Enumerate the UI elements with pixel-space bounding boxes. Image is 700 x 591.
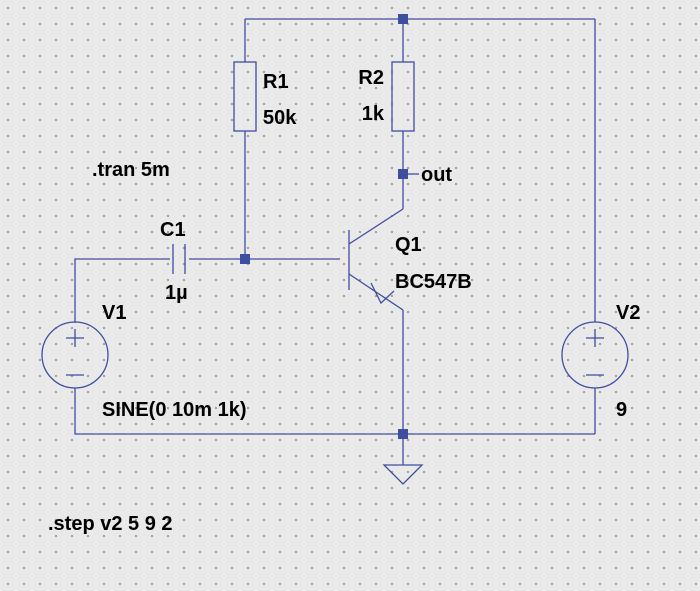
- r2-value: 1k: [362, 103, 385, 125]
- junction-ground: [398, 429, 408, 439]
- junction-top: [398, 14, 408, 24]
- capacitor-c1-icon[interactable]: [172, 244, 186, 274]
- v1-name: V1: [102, 302, 126, 324]
- c1-value: 1µ: [165, 282, 188, 304]
- r2-name: R2: [358, 67, 384, 89]
- resistor-r2-icon[interactable]: [391, 61, 415, 132]
- q1-name: Q1: [395, 234, 422, 256]
- v2-value: 9: [616, 399, 627, 421]
- r1-value: 50k: [263, 107, 297, 129]
- q1-value: BC547B: [395, 271, 472, 293]
- resistor-r1-icon[interactable]: [233, 61, 257, 132]
- wire-v1-bottom: [74, 388, 595, 435]
- step-directive[interactable]: .step v2 5 9 2: [48, 513, 173, 535]
- voltage-source-v1-icon[interactable]: [41, 321, 109, 389]
- junction-out: [398, 169, 408, 179]
- ground-icon[interactable]: [382, 464, 424, 485]
- v2-name: V2: [616, 302, 640, 324]
- wires: [74, 18, 596, 465]
- wire-v1-to-c1: [74, 258, 170, 323]
- junction-base: [240, 254, 250, 264]
- tran-directive[interactable]: .tran 5m: [92, 159, 170, 181]
- junctions: [240, 14, 408, 439]
- v1-value: SINE(0 10m 1k): [102, 399, 247, 421]
- c1-name: C1: [160, 219, 186, 241]
- r1-name: R1: [263, 71, 289, 93]
- transistor-q1-icon[interactable]: [348, 208, 404, 311]
- voltage-source-v2-icon[interactable]: [561, 321, 629, 389]
- out-net-label: out: [421, 164, 452, 186]
